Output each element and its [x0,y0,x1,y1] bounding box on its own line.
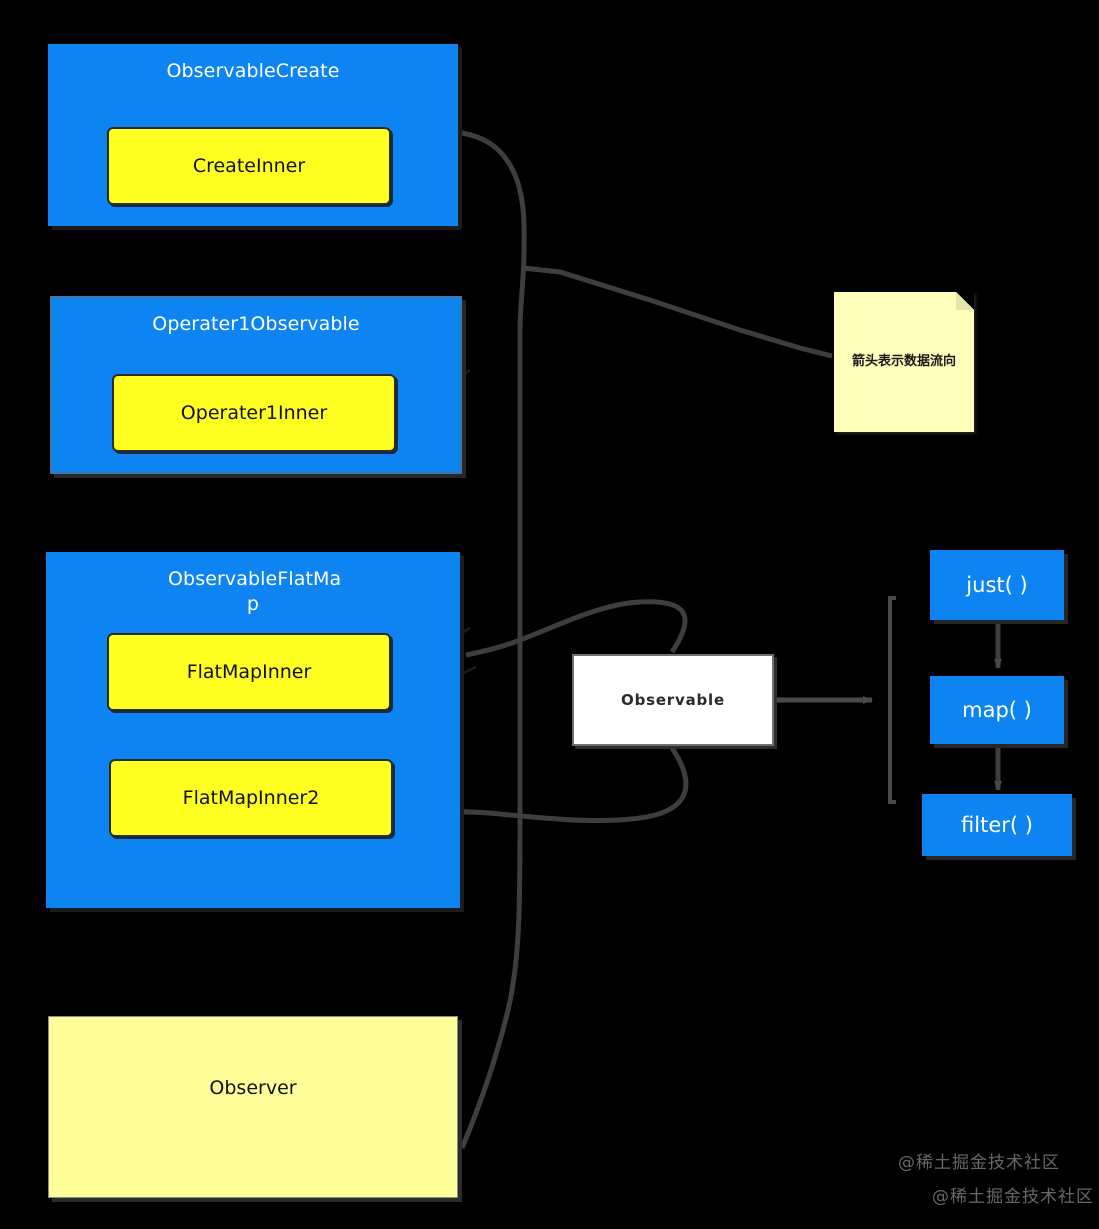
wire-observable-top-loop [465,599,688,658]
bracket-operators [888,596,896,804]
observable-flatmap-title-line1: ObservableFlatMa [168,568,342,590]
observable-flatmap-title-line2: p [246,593,260,615]
node-filter[interactable]: filter( ) [922,794,1072,856]
node-map[interactable]: map( ) [930,676,1064,744]
observable-create-title: ObservableCreate [166,60,340,82]
node-flatmap-inner2[interactable]: FlatMapInner2 [109,759,393,837]
wire-create-spine [461,130,527,640]
node-observable[interactable]: Observable [572,654,774,746]
node-operater1-inner[interactable]: Operater1Inner [112,374,396,452]
node-observable-create[interactable]: ObservableCreate CreateInner [48,44,458,226]
observable-flatmap-title: ObservableFlatMa p [168,567,342,617]
sticky-note-text: 箭头表示数据流向 [851,354,956,369]
node-create-inner[interactable]: CreateInner [107,127,391,205]
node-flatmap-inner[interactable]: FlatMapInner [107,633,391,711]
operater1-observable-title: Operater1Observable [152,313,360,335]
wire-spine-lower [459,640,523,1149]
watermark-line-1: @稀土掘金技术社区 [898,1153,1060,1173]
sticky-note-fold-icon [956,292,974,310]
wire-observable-bottom-loop [461,746,689,824]
node-operater1-observable[interactable]: Operater1Observable Operater1Inner [50,296,462,474]
sticky-note[interactable]: 箭头表示数据流向 [834,292,974,432]
node-observable-flatmap[interactable]: ObservableFlatMa p FlatMapInner FlatMapI… [46,552,460,908]
node-observer[interactable]: Observer [48,1016,458,1198]
wire-spine-to-note [522,265,833,359]
watermark-line-2: @稀土掘金技术社区 [932,1187,1094,1207]
observer-label: Observer [209,1077,297,1099]
node-just[interactable]: just( ) [930,550,1064,620]
